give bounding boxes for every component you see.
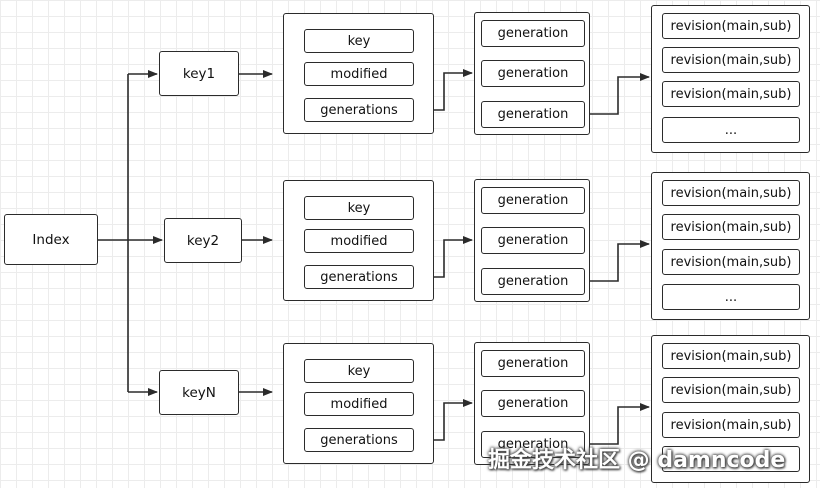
revision-item (662, 446, 800, 472)
field-modified: modified (304, 229, 414, 253)
revision-item: ... (662, 284, 800, 310)
revision-item: revision(main,sub) (662, 214, 800, 240)
generation-item: generation (481, 187, 585, 214)
revision-item: revision(main,sub) (662, 13, 800, 39)
generation-item: generation (481, 431, 585, 458)
watermark: 掘金技术社区 @ damncode (488, 448, 786, 473)
field-key: key (304, 196, 414, 220)
revision-item: ... (662, 117, 800, 143)
revision-item: revision(main,sub) (662, 180, 800, 206)
field-modified: modified (304, 392, 414, 416)
generation-item: generation (481, 20, 585, 47)
generation-to-revisions-arrow-0 (585, 73, 650, 115)
key-node-key2: key2 (164, 218, 242, 263)
revision-item: revision(main,sub) (662, 377, 800, 403)
revision-item: revision(main,sub) (662, 249, 800, 275)
generation-item: generation (481, 101, 585, 128)
generation-to-revisions-arrow-2 (585, 403, 650, 445)
index-label: Index (32, 231, 70, 248)
generation-item: generation (481, 350, 585, 377)
field-generations: generations (304, 265, 414, 289)
revision-item: revision(main,sub) (662, 81, 800, 107)
generation-item: generation (481, 60, 585, 87)
revision-item: revision(main,sub) (662, 47, 800, 73)
key-node-key1: key1 (159, 51, 239, 96)
field-generations: generations (304, 428, 414, 452)
field-key: key (304, 29, 414, 53)
key-node-keyN: keyN (159, 370, 239, 415)
revision-item: revision(main,sub) (662, 412, 800, 438)
generation-item: generation (481, 227, 585, 254)
index-node: Index (4, 214, 98, 265)
key-label: key1 (182, 65, 216, 82)
field-modified: modified (304, 62, 414, 86)
key-label: key2 (186, 232, 220, 249)
generation-item: generation (481, 390, 585, 417)
field-generations: generations (304, 98, 414, 122)
revision-item: revision(main,sub) (662, 343, 800, 369)
field-key: key (304, 359, 414, 383)
key-label: keyN (182, 384, 216, 401)
generation-item: generation (481, 268, 585, 295)
generation-to-revisions-arrow-1 (585, 240, 650, 282)
